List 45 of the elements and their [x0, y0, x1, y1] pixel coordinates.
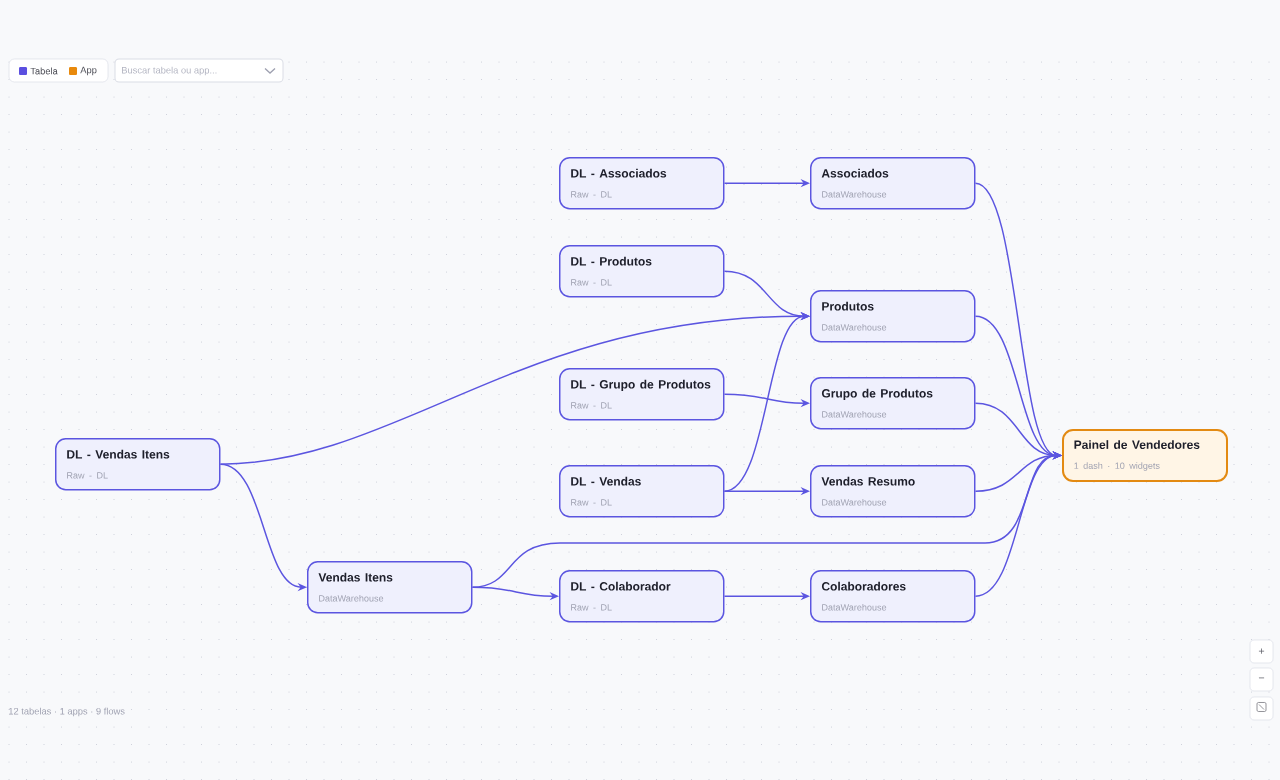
node-title: DL - Grupo de Produtos — [571, 379, 711, 391]
node-subtitle: Raw - DL — [571, 499, 612, 506]
node-subtitle: DataWarehouse — [319, 594, 384, 602]
node-title: Colaboradores — [821, 581, 906, 591]
table-node — [810, 377, 976, 430]
table-node — [559, 465, 725, 518]
legend-label: Tabela — [30, 67, 58, 75]
node-title: Grupo de Produtos — [821, 388, 933, 400]
node-subtitle: DataWarehouse — [822, 190, 887, 198]
node-title: Painel de Vendedores — [1074, 440, 1200, 449]
app-node — [1062, 429, 1228, 482]
node-subtitle: DataWarehouse — [822, 323, 887, 331]
node-subtitle: Raw - DL — [571, 279, 612, 286]
node-subtitle: DataWarehouse — [822, 410, 887, 418]
table-node — [559, 570, 725, 623]
node-title: Produtos — [822, 301, 874, 311]
search-field: Buscar tabela ou app... — [114, 58, 284, 83]
node-subtitle: Raw - DL — [571, 402, 612, 409]
node-title: DL - Produtos — [571, 256, 652, 266]
zoom-in-button: + — [1249, 639, 1274, 664]
node-subtitle: Raw - DL — [571, 604, 612, 611]
node-subtitle: Raw - DL — [67, 472, 108, 479]
table-node — [559, 245, 725, 298]
table-node — [559, 157, 725, 210]
legend-label: App — [80, 66, 97, 76]
table-node — [810, 290, 976, 343]
node-subtitle: DataWarehouse — [822, 603, 887, 611]
table-node — [810, 465, 976, 518]
table-node — [810, 157, 976, 210]
table-node — [307, 561, 473, 614]
node-title: Associados — [821, 168, 889, 178]
table-node — [559, 368, 725, 421]
node-subtitle: 1 dash · 10 widgets — [1074, 462, 1160, 471]
node-title: Vendas Itens — [318, 572, 393, 582]
node-title: DL - Colaborador — [571, 581, 671, 591]
node-subtitle: DataWarehouse — [822, 498, 887, 506]
status-text: 12 tabelas · 1 apps · 9 flows — [9, 707, 125, 717]
table-node — [810, 570, 976, 623]
node-title: DL - Vendas Itens — [67, 449, 170, 459]
node-subtitle: Raw - DL — [571, 191, 612, 198]
node-title: DL - Associados — [571, 168, 667, 178]
table-node — [55, 438, 221, 491]
zoom-out-button: − — [1249, 667, 1274, 692]
node-title: DL - Vendas — [571, 476, 641, 486]
node-title: Vendas Resumo — [821, 476, 915, 486]
